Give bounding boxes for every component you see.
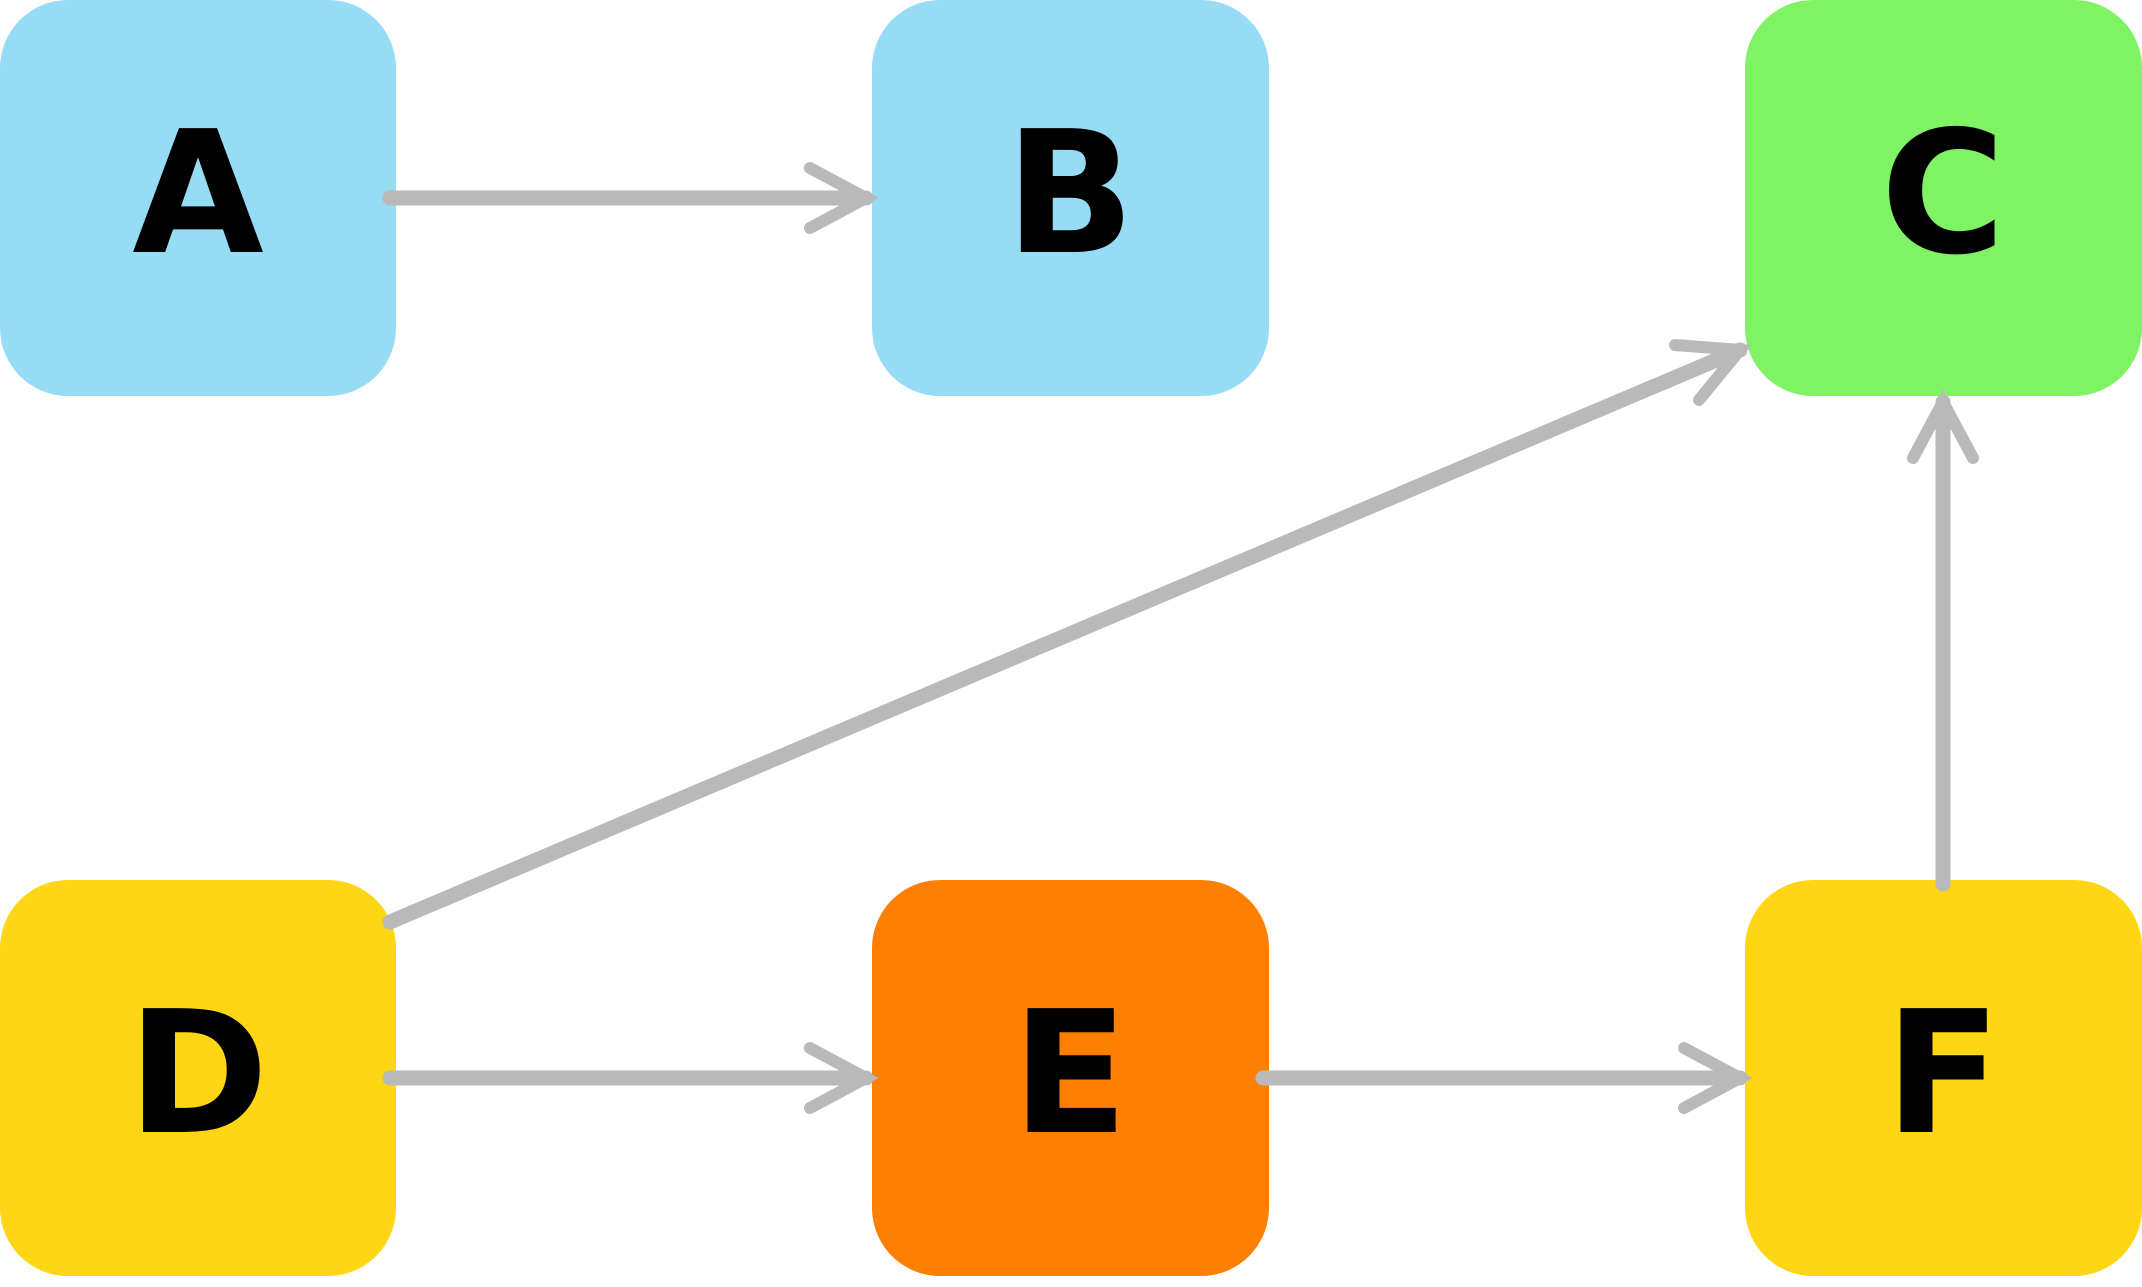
node-e-label: E [1012, 975, 1128, 1173]
node-b-box [872, 0, 1269, 396]
node-e: E [872, 880, 1269, 1276]
node-d-label: D [127, 975, 268, 1173]
node-b: B [872, 0, 1269, 396]
node-c-label: C [1881, 95, 2006, 293]
node-c: C [1745, 0, 2142, 396]
node-f: F [1745, 880, 2142, 1276]
node-c-box [1745, 0, 2142, 396]
arrowhead-icon [1669, 339, 1752, 406]
edge-f-to-c [1907, 389, 1979, 892]
edge-d-to-c-line [382, 342, 1748, 930]
arrowhead-icon [804, 1042, 879, 1114]
node-f-box [1745, 880, 2142, 1276]
node-f-label: F [1885, 975, 2001, 1173]
arrowhead-icon [804, 162, 879, 234]
node-b-label: B [1005, 95, 1135, 293]
edge-d-to-e [382, 1042, 879, 1114]
edge-a-to-b [382, 162, 879, 234]
arrowhead-icon [1678, 1042, 1753, 1114]
edge-e-to-f [1255, 1042, 1753, 1114]
node-d: D [0, 880, 396, 1276]
node-e-box [872, 880, 1269, 1276]
node-a-label: A [132, 95, 264, 293]
node-a: A [0, 0, 396, 396]
node-a-box [0, 0, 396, 396]
node-d-box [0, 880, 396, 1276]
edge-d-to-c [382, 339, 1752, 930]
arrowhead-icon [1907, 389, 1979, 464]
